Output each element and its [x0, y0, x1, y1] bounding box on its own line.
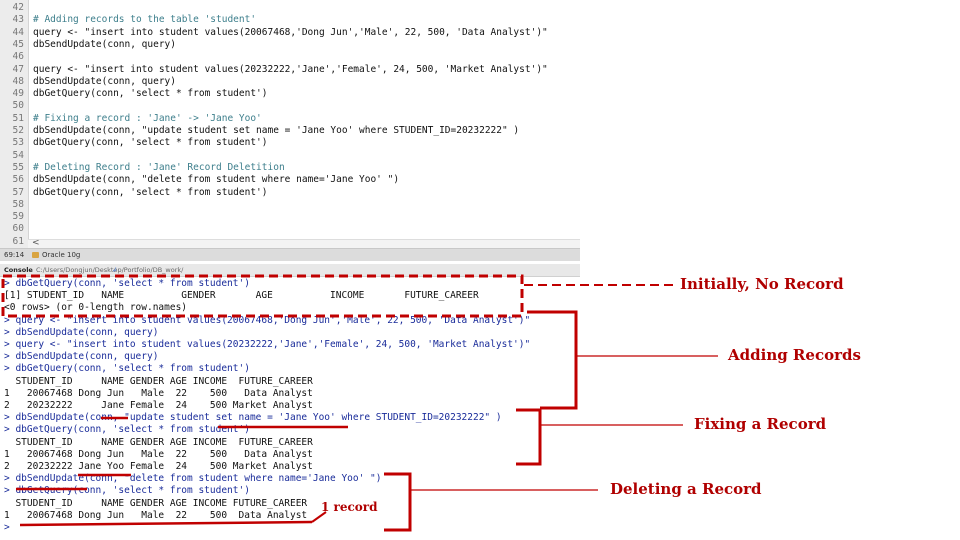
code-comment-line[interactable]: # Deleting Record : 'Jane' Record Deleti…: [33, 161, 285, 173]
line-number: 48: [12, 75, 24, 87]
line-number: 57: [12, 186, 24, 198]
line-number: 51: [12, 112, 24, 124]
console-command-line: > query <- "insert into student values(2…: [4, 314, 531, 326]
annotation-adding: Adding Records: [728, 346, 861, 364]
console-working-dir: C:/Users/Dongjun/Desktop/Portfolio/DB_wo…: [36, 266, 184, 274]
console-output-line: <0 rows> (or 0-length row.names): [4, 302, 188, 314]
console-command-line: >: [4, 522, 10, 533]
console-command-line: > dbSendUpdate(conn, "delete from studen…: [4, 473, 382, 485]
console-command-line: > dbSendUpdate(conn, query): [4, 326, 159, 338]
console-command-line: > dbGetQuery(conn, 'select * from studen…: [4, 424, 250, 436]
console-output-line: 2 20232222 Jane Female 24 500 Market Ana…: [4, 400, 313, 411]
code-line[interactable]: dbSendUpdate(conn, "delete from student …: [33, 174, 400, 186]
annotation-initially: Initially, No Record: [680, 275, 844, 293]
console-command-line: > dbSendUpdate(conn, query): [4, 351, 159, 363]
line-number: 59: [12, 211, 24, 223]
console-command-line: > dbGetQuery(conn, 'select * from studen…: [4, 363, 250, 375]
line-number: 58: [12, 198, 24, 210]
line-number: 46: [12, 51, 24, 63]
annotation-fixing: Fixing a Record: [694, 415, 827, 433]
code-line[interactable]: dbSendUpdate(conn, query): [33, 75, 176, 87]
console-output-line: 1 20067468 Dong Jun Male 22 500 Data Ana…: [4, 448, 313, 460]
line-number: 56: [12, 174, 24, 186]
environment-label[interactable]: Oracle 10g: [42, 251, 81, 259]
code-line[interactable]: dbGetQuery(conn, 'select * from student'…: [33, 88, 268, 100]
code-line[interactable]: query <- "insert into student values(200…: [33, 26, 548, 38]
code-line[interactable]: dbGetQuery(conn, 'select * from student'…: [33, 186, 268, 198]
code-line[interactable]: dbSendUpdate(conn, query): [33, 38, 176, 50]
code-line[interactable]: dbSendUpdate(conn, "update student set n…: [33, 125, 520, 136]
line-number: 52: [12, 125, 24, 136]
editor-status-bar: 69:14 Oracle 10g: [0, 248, 580, 261]
code-line[interactable]: query <- "insert into student values(202…: [33, 63, 548, 75]
line-number: 53: [12, 137, 24, 149]
line-number: 49: [12, 88, 24, 100]
line-number: 42: [12, 2, 24, 13]
database-icon: [32, 252, 39, 258]
line-number: 60: [12, 223, 24, 235]
one-record-underline: [19, 520, 313, 527]
line-number: 44: [12, 26, 24, 38]
line-number: 54: [12, 149, 24, 161]
console-output-line: [1] STUDENT_ID NAME GENDER AGE INCOME FU…: [4, 290, 479, 302]
console-output-line: STUDENT_ID NAME GENDER AGE INCOME FUTURE…: [4, 497, 308, 509]
line-number: 45: [12, 38, 24, 50]
line-number: 55: [12, 161, 24, 173]
console-command-line: > dbGetQuery(conn, 'select * from studen…: [4, 278, 250, 289]
console-output-line: STUDENT_ID NAME GENDER AGE INCOME FUTURE…: [4, 436, 313, 448]
annotation-deleting: Deleting a Record: [610, 480, 762, 498]
console-output-line: STUDENT_ID NAME GENDER AGE INCOME FUTURE…: [4, 375, 313, 387]
console-command-line: > query <- "insert into student values(2…: [4, 339, 531, 350]
line-number: 61: [12, 235, 24, 247]
code-comment-line[interactable]: # Fixing a record : 'Jane' -> 'Jane Yoo': [33, 112, 262, 124]
cursor-position: 69:14: [4, 251, 25, 259]
console-output-line: 1 20067468 Dong Jun Male 22 500 Data Ana…: [4, 387, 313, 399]
goto-dir-icon[interactable]: ↲: [112, 266, 118, 274]
console-header: Console C:/Users/Dongjun/Desktop/Portfol…: [0, 264, 580, 277]
code-line[interactable]: dbGetQuery(conn, 'select * from student'…: [33, 137, 268, 149]
annotation-one-record: 1 record: [321, 500, 378, 514]
line-number: 43: [12, 14, 24, 26]
fixing-bracket: [516, 408, 542, 466]
line-number: 50: [12, 100, 24, 112]
scroll-left-icon[interactable]: <: [32, 238, 40, 248]
console-output-line: 1 20067468 Dong Jun Male 22 500 Data Ana…: [4, 509, 308, 521]
console-command-line: > dbGetQuery(conn, 'select * from studen…: [4, 485, 250, 497]
console-output-line: 2 20232222 Jane Yoo Female 24 500 Market…: [4, 461, 313, 472]
console-tab-title[interactable]: Console: [4, 266, 33, 274]
line-number: 47: [12, 63, 24, 75]
console-command-line: > dbSendUpdate(conn, "update student set…: [4, 412, 502, 424]
code-comment-line[interactable]: # Adding records to the table 'student': [33, 14, 257, 26]
editor-horizontal-scrollbar[interactable]: <: [28, 238, 580, 248]
deleting-bracket: [384, 472, 412, 532]
adding-bracket: [527, 310, 578, 410]
